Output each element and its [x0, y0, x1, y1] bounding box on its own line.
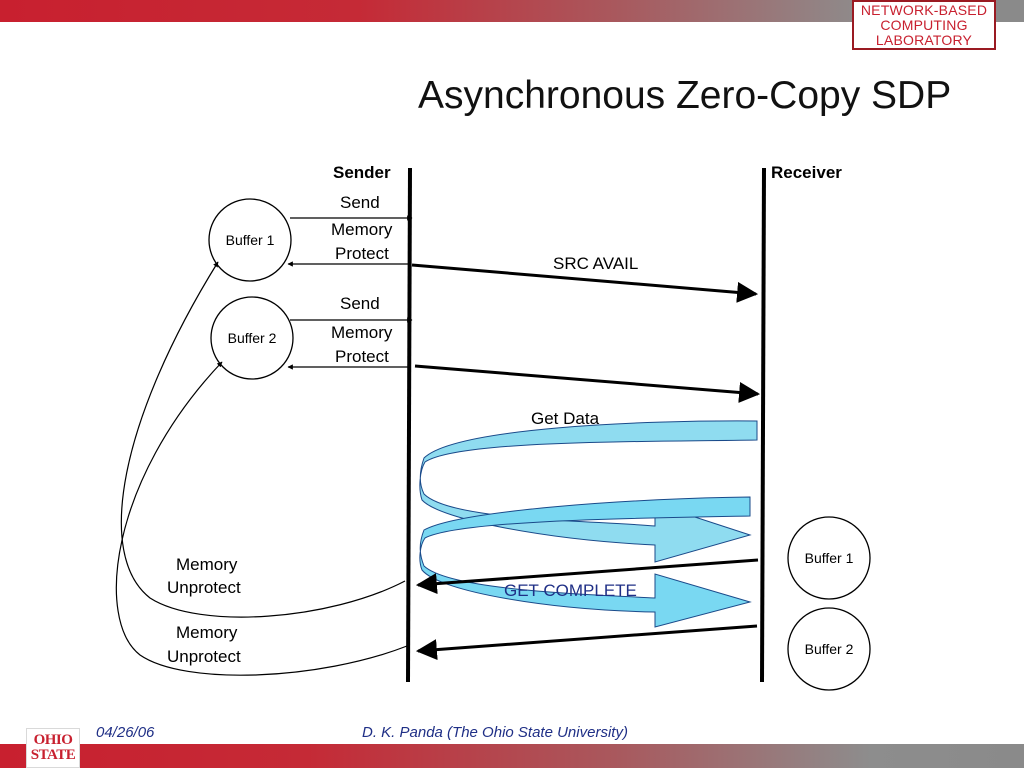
src-avail-arrow-2 — [414, 364, 761, 403]
top-banner-bar — [0, 0, 1024, 22]
lab-logo-line-1: NETWORK-BASED — [860, 1, 988, 18]
get-complete-arrow-1 — [415, 558, 759, 595]
memory-unprotect-2-line1: Memory — [176, 623, 238, 642]
slide-title: Asynchronous Zero-Copy SDP — [418, 74, 952, 117]
receiver-timeline — [760, 167, 766, 683]
footer-author: D. K. Panda (The Ohio State University) — [362, 724, 628, 741]
ohio-state-logo: OHIO STATE — [26, 728, 80, 768]
memory-unprotect-1-line1: Memory — [176, 555, 238, 574]
unprotect-arrow-1 — [120, 261, 406, 618]
memory-protect-1-line2: Protect — [335, 244, 389, 263]
src-avail-label: SRC AVAIL — [553, 254, 638, 273]
get-complete-arrow-2 — [415, 624, 758, 661]
get-data-swirl — [419, 420, 758, 628]
memory-protect-2-line2: Protect — [335, 347, 389, 366]
sender-buffer-2: Buffer 2 — [210, 296, 294, 380]
footer-date: 04/26/06 — [96, 724, 155, 741]
swirl-loop-2 — [419, 496, 752, 628]
swirl-loop-1 — [419, 420, 758, 563]
memory-protect-2-line1: Memory — [331, 323, 393, 342]
receiver-buffer-2: Buffer 2 — [787, 607, 871, 691]
send-label-1: Send — [340, 193, 380, 212]
get-complete-label: GET COMPLETE — [504, 581, 637, 600]
memory-unprotect-1-line2: Unprotect — [167, 578, 241, 597]
sender-buffer-2-label: Buffer 2 — [228, 330, 277, 346]
lab-logo-line-3: LABORATORY — [875, 31, 973, 48]
sender-timeline — [406, 167, 412, 683]
receiver-buffer-1: Buffer 1 — [787, 516, 871, 600]
sender-label: Sender — [333, 163, 391, 182]
sender-buffer-1-label: Buffer 1 — [226, 232, 275, 248]
send-label-2: Send — [340, 294, 380, 313]
src-avail-arrow-1 — [411, 263, 759, 303]
receiver-buffer-1-label: Buffer 1 — [805, 550, 854, 566]
receiver-buffer-2-label: Buffer 2 — [805, 641, 854, 657]
lab-logo: NETWORK-BASED COMPUTING LABORATORY — [852, 0, 996, 50]
bottom-banner-bar — [0, 744, 1024, 768]
unprotect-arrow-2 — [115, 361, 408, 676]
receiver-label: Receiver — [771, 163, 842, 182]
lab-logo-line-2: COMPUTING — [880, 16, 968, 33]
osu-logo-line-2: STATE — [30, 747, 76, 763]
memory-protect-1-line1: Memory — [331, 220, 393, 239]
get-data-label: Get Data — [531, 409, 600, 428]
sender-buffer-1: Buffer 1 — [208, 198, 292, 282]
osu-logo-line-1: OHIO — [33, 732, 73, 748]
memory-unprotect-2-line2: Unprotect — [167, 647, 241, 666]
